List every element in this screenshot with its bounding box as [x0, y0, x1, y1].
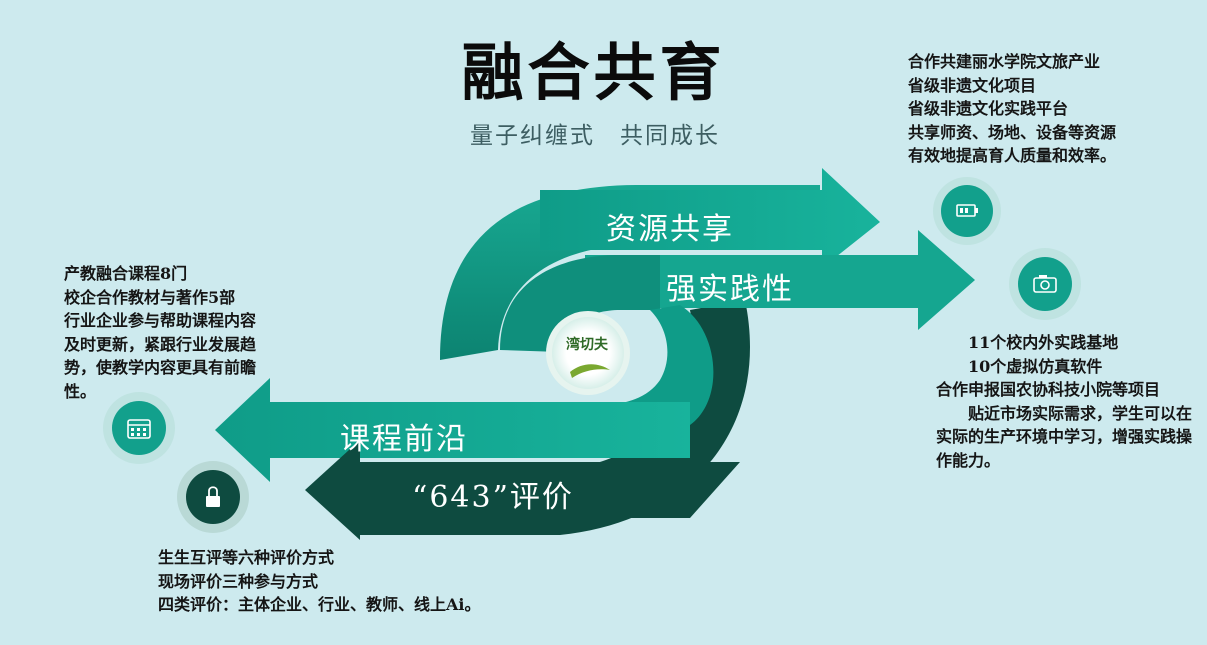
arrow-evaluation-label: “643”评价: [412, 480, 574, 515]
lock-icon: [177, 461, 249, 533]
text-line: 省级非遗文化项目: [908, 75, 1037, 95]
arrow-evaluation-shape: [305, 440, 740, 540]
text-line: 产教融合课程8门: [64, 264, 188, 283]
text-line: 贴近市场实际需求，学生可以在实际的生产环境中学习，增强实践操作能力。: [936, 403, 1193, 470]
camera-icon: [1009, 248, 1081, 320]
text-line: 校企合作教材与著作5部: [64, 287, 236, 307]
text-line: 现场评价三种参与方式: [158, 571, 319, 591]
logo-leaf-mark: [570, 364, 610, 378]
text-line: 共享师资、场地、设备等资源: [908, 122, 1117, 142]
arrow-course-shape: [215, 378, 690, 482]
page-title: 融合共育: [461, 36, 726, 109]
text-line: 生生互评等六种评价方式: [158, 548, 335, 567]
text-line: 合作共建丽水学院文旅产业: [908, 52, 1101, 71]
calendar-icon: [103, 392, 175, 464]
arrow-practice-label: 强实践性: [666, 272, 794, 307]
arrow-resource-shape: [540, 168, 880, 268]
center-logo-text: 湾切夫: [566, 337, 608, 353]
text-block-course: 产教融合课程8门 校企合作教材与著作5部 行业企业参与帮助课程内容及时更新，紧跟…: [64, 262, 264, 403]
text-block-resource: 合作共建丽水学院文旅产业 省级非遗文化项目 省级非遗文化实践平台 共享师资、场地…: [908, 50, 1116, 168]
text-block-evaluation: 生生互评等六种评价方式 现场评价三种参与方式 四类评价：主体企业、行业、教师、线…: [158, 546, 481, 617]
text-block-practice: 11个校内外实践基地 10个虚拟仿真软件 合作申报国农协科技小院等项目 贴近市场…: [936, 331, 1198, 472]
text-line: 四类评价：主体企业、行业、教师、线上Ai。: [158, 595, 481, 614]
center-logo-bg: [552, 317, 624, 389]
text-line: 合作申报国农协科技小院等项目: [936, 380, 1161, 399]
text-line: 有效地提高育人质量和效率。: [908, 146, 1117, 165]
arrow-resource-label: 资源共享: [606, 212, 734, 247]
text-line: 11个校内外实践基地: [936, 333, 1119, 352]
page-subtitle: 量子纠缠式 共同成长: [470, 123, 720, 149]
arrow-course-label: 课程前沿: [340, 422, 468, 457]
text-line: 10个虚拟仿真软件: [936, 356, 1103, 376]
text-line: 行业企业参与帮助课程内容及时更新，紧跟行业发展趋势，使教学内容更具有前瞻性。: [64, 311, 257, 401]
battery-icon: [933, 177, 1001, 245]
inner-ring-band: [500, 255, 660, 352]
arrow-practice-shape: [585, 230, 975, 330]
text-line: 省级非遗文化实践平台: [908, 99, 1069, 118]
